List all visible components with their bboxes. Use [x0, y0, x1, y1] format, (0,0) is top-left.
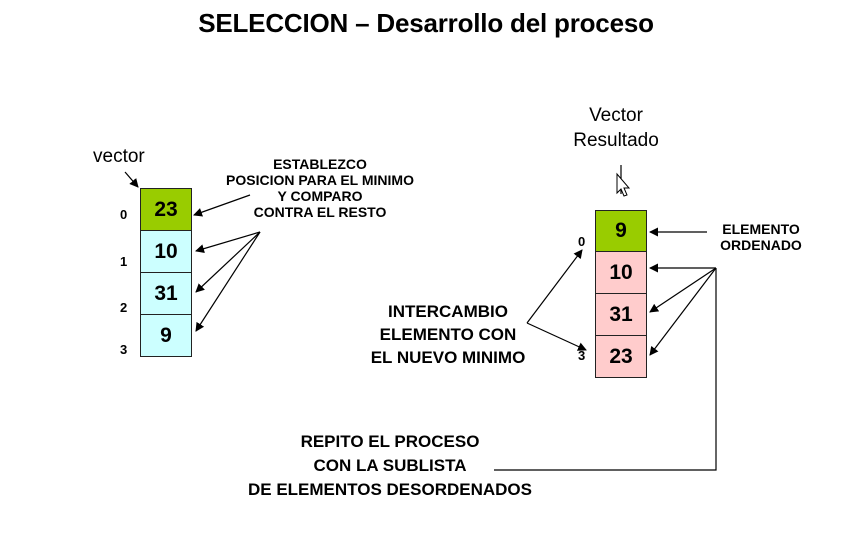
left-note-line-2: POSICION PARA EL MINIMO	[226, 172, 414, 188]
left-process-note: ESTABLEZCO POSICION PARA EL MINIMO Y COM…	[190, 156, 450, 220]
swap-note-line-1: INTERCAMBIO	[388, 302, 508, 321]
swap-arrow-down	[526, 322, 587, 351]
left-vector-label: vector	[93, 146, 145, 167]
left-cell-3: 9	[140, 314, 192, 357]
left-cell-1: 10	[140, 230, 192, 273]
right-index-3: 3	[578, 348, 586, 363]
right-cell-1: 10	[595, 251, 647, 294]
minimum-position-arrow	[193, 194, 251, 217]
repeat-note-line-2: CON LA SUBLISTA	[313, 456, 467, 475]
left-cell-0-value: 23	[154, 197, 178, 221]
right-vector-label-line-2: Resultado	[573, 130, 659, 151]
repeat-note-line-3: DE ELEMENTOS DESORDENADOS	[247, 480, 532, 499]
ordered-note-line-2: ORDENADO	[720, 237, 802, 253]
page-title: SELECCION – Desarrollo del proceso	[198, 8, 654, 38]
ordered-note-line-1: ELEMENTO	[722, 221, 800, 237]
right-cell-0-value: 9	[615, 219, 627, 242]
compare-arrow-1	[195, 231, 261, 254]
sublist-arrow-2	[649, 267, 717, 313]
swap-arrow-up	[526, 249, 583, 324]
right-cell-3: 23	[595, 335, 647, 378]
swap-note-line-3: EL NUEVO MINIMO	[370, 348, 526, 367]
right-vector-label-line-1: Vector	[589, 105, 643, 126]
left-cell-2-value: 31	[154, 281, 178, 305]
sublist-arrow-3	[649, 267, 717, 356]
left-vector-pointer-arrow	[124, 171, 139, 188]
left-cell-3-value: 9	[160, 323, 172, 347]
left-index-3: 3	[120, 342, 128, 357]
repeat-process-note: REPITO EL PROCESO CON LA SUBLISTA DE ELE…	[190, 430, 590, 502]
left-note-line-4: CONTRA EL RESTO	[253, 204, 387, 220]
left-cell-1-value: 10	[154, 239, 178, 263]
right-cell-1-value: 10	[609, 260, 633, 284]
left-index-1: 1	[120, 254, 128, 269]
ordered-element-note: ELEMENTO ORDENADO	[696, 221, 826, 253]
right-cell-2: 31	[595, 293, 647, 336]
compare-arrow-2	[195, 231, 261, 293]
swap-note-line-2: ELEMENTO CON	[379, 325, 517, 344]
right-index-0: 0	[578, 234, 586, 249]
right-cell-0: 9	[595, 210, 647, 252]
swap-note: INTERCAMBIO ELEMENTO CON EL NUEVO MINIMO	[352, 300, 544, 369]
mouse-cursor-icon	[616, 172, 631, 197]
repeat-note-line-1: REPITO EL PROCESO	[300, 432, 480, 451]
left-index-2: 2	[120, 300, 128, 315]
left-note-line-1: ESTABLEZCO	[273, 156, 367, 172]
right-cell-2-value: 31	[609, 302, 633, 326]
right-cell-3-value: 23	[609, 344, 633, 368]
compare-arrow-3	[195, 231, 261, 332]
left-note-line-3: Y COMPARO	[277, 188, 363, 204]
left-index-0: 0	[120, 207, 128, 222]
right-vector-label: Vector Resultado	[556, 103, 676, 153]
repeat-process-connector	[494, 268, 717, 471]
